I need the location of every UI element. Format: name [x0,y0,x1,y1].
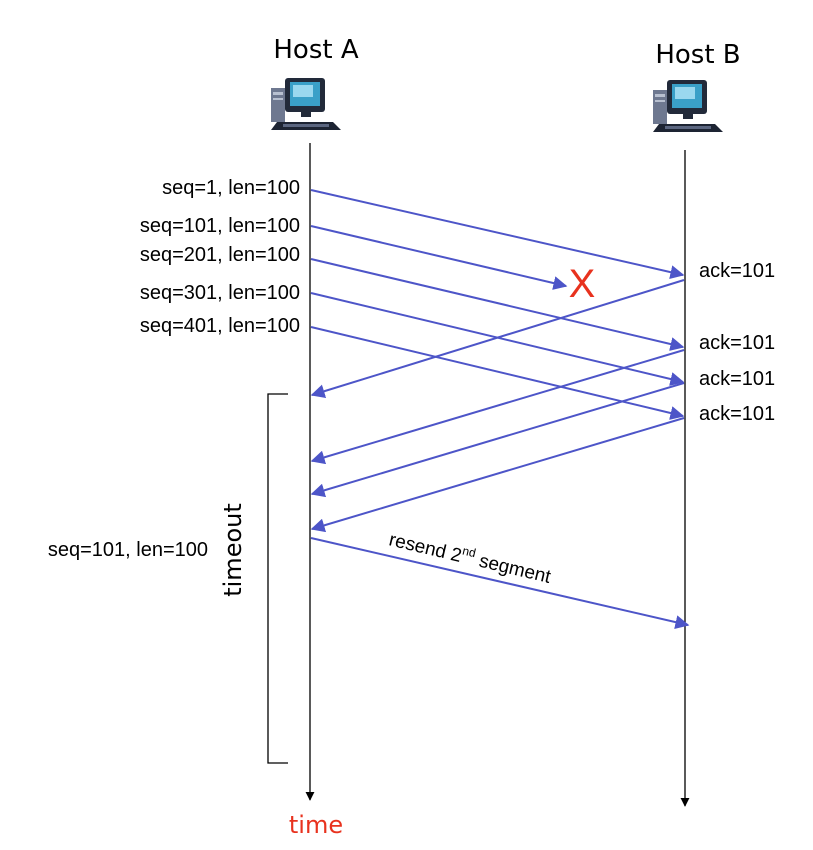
segment-label: seq=1, len=100 [162,177,300,199]
segment-label: seq=101, len=100 [140,215,300,237]
timeout-bracket [267,393,288,764]
segment-arrow [310,326,685,420]
ack-arrow [310,349,685,465]
ack-arrow [310,417,685,533]
resend-arrow [310,537,690,629]
timeout-label: timeout [219,503,247,597]
resend-segment-label: seq=101, len=100 [48,539,208,561]
segment-label: seq=401, len=100 [140,315,300,337]
host-b-computer-icon [653,80,723,132]
ack-label: ack=101 [699,332,775,354]
host-b-label: Host B [655,40,740,70]
time-label: time [289,811,343,839]
segment-label: seq=301, len=100 [140,282,300,304]
segment-arrow-lost [310,225,568,290]
host-a-computer-icon [271,78,341,130]
segment-arrow [310,258,685,351]
resend-note: resend 2nd segment [387,527,554,589]
host-a-label: Host A [273,35,358,65]
loss-mark: X [569,262,596,306]
ack-arrow [310,279,685,398]
ack-label: ack=101 [699,260,775,282]
segment-arrow [310,189,685,280]
segment-label: seq=201, len=100 [140,244,300,266]
ack-label: ack=101 [699,403,775,425]
ack-arrow [310,382,685,498]
ack-label: ack=101 [699,368,775,390]
